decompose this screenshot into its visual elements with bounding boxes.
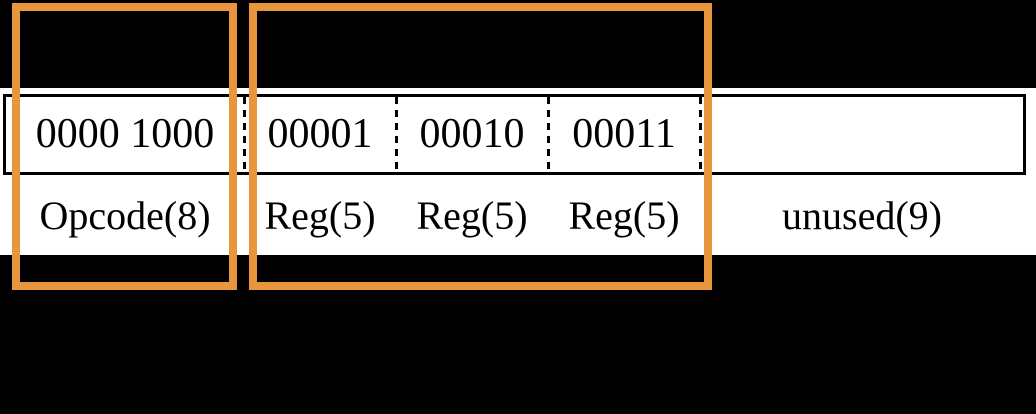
opcode-highlight-box [12,3,237,290]
field-value-opcode: 0000 1000 [35,111,215,157]
field-separator-reg3-unused [699,97,702,172]
field-labels-row: Opcode(8) Reg(5) Reg(5) Reg(5) unused(9) [0,177,1036,255]
field-label-reg1: Reg(5) [264,193,376,238]
field-value-reg1: 00001 [267,111,373,157]
field-label-opcode: Opcode(8) [39,193,211,238]
field-label-reg2: Reg(5) [416,193,528,238]
instruction-format-box: 0000 1000 00001 00010 00011 [3,94,1026,175]
field-label-reg3: Reg(5) [568,193,680,238]
field-value-reg2: 00010 [419,111,525,157]
field-value-reg3: 00011 [572,111,676,157]
instruction-format-box-inner: 0000 1000 00001 00010 00011 [6,97,1023,172]
reg-fields-highlight-box [249,3,712,290]
field-separator-reg2-reg3 [547,97,550,172]
field-label-unused: unused(9) [782,193,942,238]
field-separator-opcode-reg1 [243,97,246,172]
field-separator-reg1-reg2 [395,97,398,172]
